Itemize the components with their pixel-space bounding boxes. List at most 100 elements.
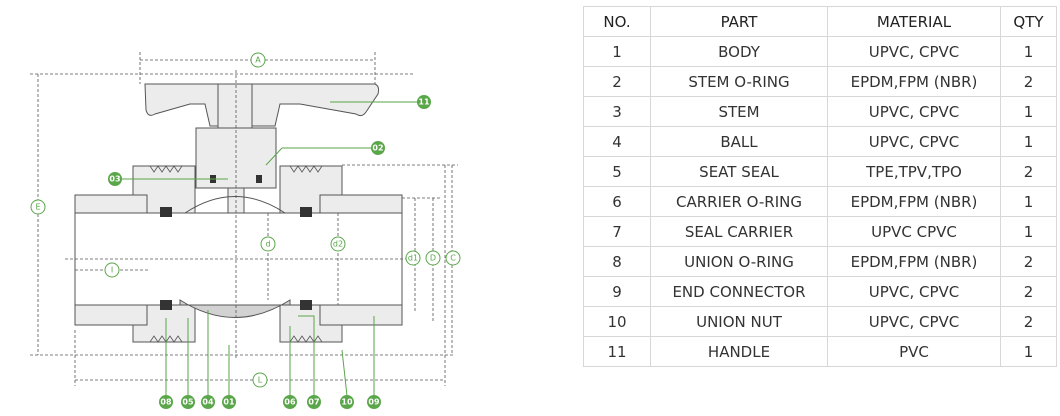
svg-text:05: 05 (182, 398, 194, 407)
dimension-label-e: E (30, 199, 46, 215)
table-header-row: NO. PART MATERIAL QTY (583, 6, 1057, 37)
svg-text:11: 11 (418, 98, 430, 107)
cell-part: CARRIER O-RING (650, 186, 828, 217)
cell-part: BODY (650, 36, 828, 67)
cell-qty: 2 (1000, 156, 1057, 187)
cell-qty: 1 (1000, 216, 1057, 247)
dimension-label-c: C (445, 250, 461, 266)
callout-02: 02 (371, 141, 385, 155)
svg-text:C: C (450, 254, 456, 263)
callout-01: 01 (222, 395, 236, 409)
cell-material: EPDM,FPM (NBR) (827, 246, 1001, 277)
header-part: PART (650, 6, 828, 37)
cell-material: UPVC, CPVC (827, 276, 1001, 307)
cell-qty: 2 (1000, 276, 1057, 307)
svg-text:d: d (265, 240, 270, 249)
svg-text:09: 09 (368, 398, 380, 407)
dimension-label-d: d (260, 236, 276, 252)
cell-part: SEAT SEAL (650, 156, 828, 187)
svg-text:10: 10 (341, 398, 353, 407)
cell-qty: 1 (1000, 96, 1057, 127)
cell-material: EPDM,FPM (NBR) (827, 66, 1001, 97)
svg-text:E: E (35, 203, 40, 212)
seat-seal-right-lower (300, 300, 312, 310)
callout-06: 06 (283, 395, 297, 409)
dimension-label-i: I (104, 262, 120, 278)
dimension-label-D: D (425, 250, 441, 266)
svg-text:D: D (430, 254, 436, 263)
cell-no: 8 (583, 246, 651, 277)
header-material: MATERIAL (827, 6, 1001, 37)
callout-08: 08 (159, 395, 173, 409)
svg-text:03: 03 (109, 175, 120, 184)
cell-qty: 2 (1000, 246, 1057, 277)
svg-text:A: A (255, 56, 261, 65)
callout-04: 04 (201, 395, 215, 409)
svg-text:I: I (111, 266, 113, 275)
svg-text:06: 06 (284, 398, 296, 407)
cell-material: TPE,TPV,TPO (827, 156, 1001, 187)
svg-text:02: 02 (372, 144, 383, 153)
cell-qty: 2 (1000, 66, 1057, 97)
svg-text:d1: d1 (408, 254, 418, 263)
stem-o-ring-right (256, 175, 262, 183)
svg-text:07: 07 (308, 398, 319, 407)
cell-part: SEAL CARRIER (650, 216, 828, 247)
callout-03: 03 (108, 172, 122, 186)
handle-shape (144, 83, 380, 127)
thread-lines (149, 165, 323, 343)
header-no: NO. (583, 6, 651, 37)
cell-part: UNION O-RING (650, 246, 828, 277)
callout-09: 09 (367, 395, 381, 409)
seat-seal-left (160, 207, 172, 217)
header-qty: QTY (1000, 6, 1057, 37)
valve-cross-section-diagram: A E d d2 d1 D C I L 11 02 03 08 05 04 01… (30, 52, 461, 409)
callout-10: 10 (340, 395, 354, 409)
cell-qty: 1 (1000, 336, 1057, 367)
cell-material: PVC (827, 336, 1001, 367)
dimension-label-d1: d1 (405, 250, 421, 266)
handle-hub (217, 83, 253, 129)
cell-no: 11 (583, 336, 651, 367)
cell-material: UPVC, CPVC (827, 306, 1001, 337)
cell-part: STEM (650, 96, 828, 127)
cell-part: HANDLE (650, 336, 828, 367)
cell-part: END CONNECTOR (650, 276, 828, 307)
cell-material: UPVC, CPVC (827, 126, 1001, 157)
svg-text:08: 08 (160, 398, 172, 407)
cell-material: UPVC, CPVC (827, 36, 1001, 67)
callout-05: 05 (181, 395, 195, 409)
dimension-label-l: L (252, 372, 268, 388)
cell-no: 7 (583, 216, 651, 247)
svg-text:04: 04 (202, 398, 214, 407)
cell-material: UPVC, CPVC (827, 96, 1001, 127)
cell-no: 6 (583, 186, 651, 217)
cell-qty: 1 (1000, 186, 1057, 217)
dimension-label-a: A (250, 52, 266, 68)
seat-seal-left-lower (160, 300, 172, 310)
callout-11: 11 (417, 95, 431, 109)
cell-part: STEM O-RING (650, 66, 828, 97)
cell-no: 10 (583, 306, 651, 337)
cell-no: 9 (583, 276, 651, 307)
cell-part: BALL (650, 126, 828, 157)
dimension-label-d2: d2 (330, 236, 346, 252)
svg-text:L: L (258, 376, 263, 385)
cell-qty: 2 (1000, 306, 1057, 337)
cell-qty: 1 (1000, 36, 1057, 67)
cell-qty: 1 (1000, 126, 1057, 157)
seat-seal-right (300, 207, 312, 217)
callout-07: 07 (307, 395, 321, 409)
cell-no: 1 (583, 36, 651, 67)
